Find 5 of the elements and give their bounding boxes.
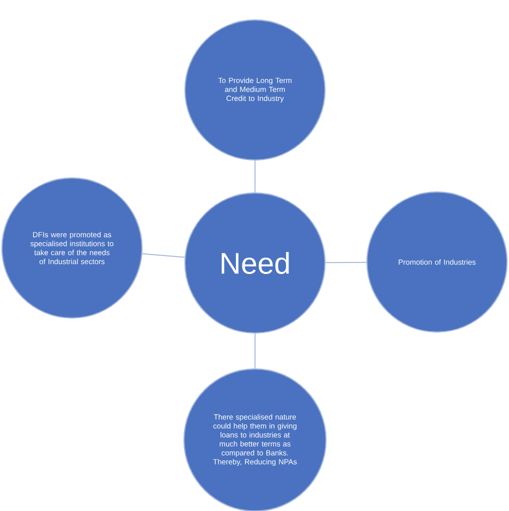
circle-node: Need <box>184 192 326 334</box>
connector-line <box>254 160 256 193</box>
connector-line <box>142 253 186 258</box>
connector-line <box>254 333 256 369</box>
connector-line <box>325 262 367 264</box>
